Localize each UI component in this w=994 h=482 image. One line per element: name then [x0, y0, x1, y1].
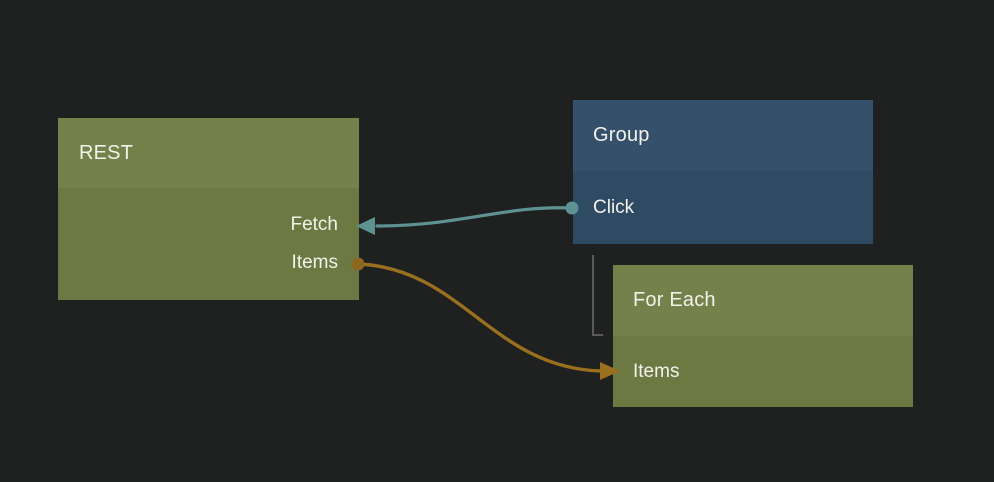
port-rest-fetch[interactable]: Fetch [58, 206, 359, 244]
node-rest-title: REST [79, 141, 134, 164]
port-foreach-items-label: Items [633, 361, 680, 382]
port-group-click-label: Click [593, 197, 635, 218]
port-rest-items[interactable]: Items [58, 244, 359, 282]
node-foreach-title: For Each [633, 289, 716, 311]
node-rest[interactable]: REST Fetch Items [58, 118, 359, 300]
node-group-body: Click [573, 171, 873, 244]
node-foreach[interactable]: For Each Items [613, 265, 913, 407]
port-group-click[interactable]: Click [573, 189, 873, 227]
node-rest-body: Fetch Items [58, 188, 359, 300]
port-rest-fetch-label: Fetch [290, 214, 338, 235]
port-rest-items-label: Items [291, 252, 338, 273]
edge-click-to-fetch[interactable] [375, 206, 574, 228]
node-group[interactable]: Group Click [573, 100, 873, 244]
node-rest-header[interactable]: REST [58, 118, 359, 188]
node-group-title: Group [593, 124, 650, 146]
port-foreach-items[interactable]: Items [613, 353, 913, 391]
node-foreach-header[interactable]: For Each [613, 265, 913, 336]
group-containment-bracket [592, 255, 603, 336]
node-group-header[interactable]: Group [573, 100, 873, 171]
edge-items-to-items[interactable] [356, 262, 603, 373]
node-foreach-body: Items [613, 336, 913, 407]
